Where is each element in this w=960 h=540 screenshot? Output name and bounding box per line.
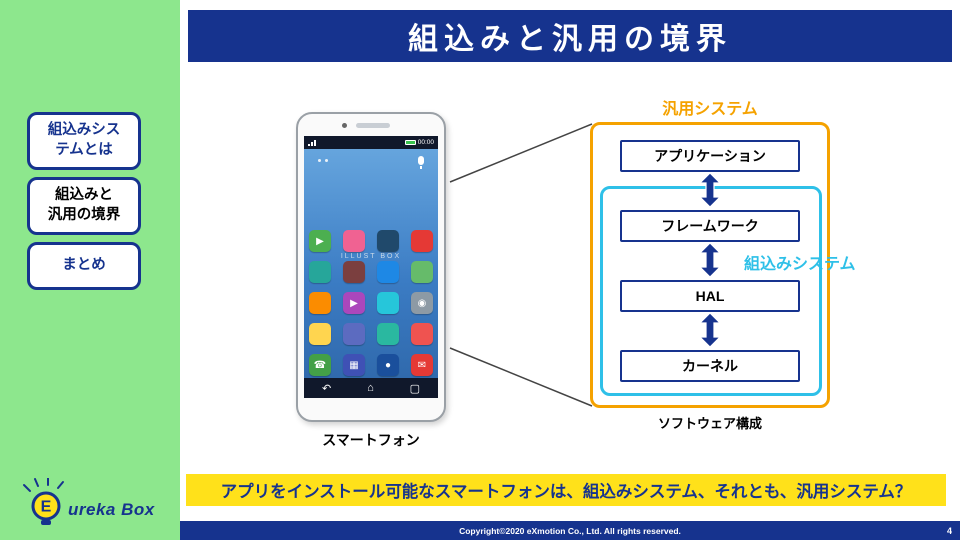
phone-app-grid: ▶ ▶ ◉ ☎ ▦ ● ✉ (304, 230, 438, 376)
general-system-box (590, 122, 830, 408)
battery-icon (404, 140, 416, 145)
footer-bar: Copyright©2020 eXmotion Co., Ltd. All ri… (180, 521, 960, 540)
phone-app-icon (309, 261, 331, 283)
phone-app-icon (411, 323, 433, 345)
phone-speaker (356, 123, 390, 128)
phone-search-row (304, 149, 438, 171)
signal-icon (308, 139, 316, 146)
phone-app-icon (377, 292, 399, 314)
copyright-text: Copyright©2020 eXmotion Co., Ltd. All ri… (459, 525, 681, 536)
phone-app-icon (377, 261, 399, 283)
phone-app-icon (377, 323, 399, 345)
double-arrow-icon (699, 173, 721, 207)
phone-app-icon (377, 230, 399, 252)
phone-app-icon: ▶ (343, 292, 365, 314)
phone-app-icon (343, 230, 365, 252)
home-icon: ⌂ (367, 382, 374, 394)
page-title: 組込みと汎用の境界 (188, 10, 952, 62)
phone-app-icon (411, 261, 433, 283)
layer-framework: フレームワーク (620, 210, 800, 242)
layer-kernel: カーネル (620, 350, 800, 382)
mic-icon (418, 155, 424, 169)
phone-app-icon: ▦ (343, 354, 365, 376)
phone-app-icon (411, 230, 433, 252)
sidebar-item-summary[interactable]: まとめ (27, 242, 141, 290)
question-banner: アプリをインストール可能なスマートフォンは、組込みシステム、それとも、汎用システ… (186, 474, 946, 506)
general-system-label: 汎用システム (662, 101, 758, 118)
logo-e: E (41, 499, 52, 516)
phone-clock: 00:00 (417, 139, 434, 146)
layer-hal: HAL (620, 280, 800, 312)
page-number: 4 (946, 525, 952, 536)
lightbulb-icon: E (23, 477, 64, 525)
back-icon: ↶ (321, 382, 332, 395)
phone-app-icon (309, 292, 331, 314)
phone-app-icon (309, 323, 331, 345)
double-arrow-icon (699, 243, 721, 277)
layer-application: アプリケーション (620, 140, 800, 172)
sidebar-item-embedded-vs-general[interactable]: 組込みと 汎用の境界 (27, 177, 141, 235)
phone-status-bar: 00:00 (304, 136, 438, 149)
smartphone-illustration: 00:00 ILLUST BOX ▶ ▶ ◉ ☎ ▦ ● ✉ ↶ ⌂ ▢ (296, 112, 446, 422)
double-arrow-icon (699, 313, 721, 347)
phone-app-icon: ◉ (411, 292, 433, 314)
embedded-system-label: 組込みシステム (744, 256, 856, 273)
phone-nav-bar: ↶ ⌂ ▢ (304, 378, 438, 398)
phone-app-icon: ▶ (309, 230, 331, 252)
eureka-box-logo: E ureka Box (20, 477, 176, 532)
logo-text: ureka Box (68, 500, 155, 519)
phone-app-icon: ✉ (411, 354, 433, 376)
recents-icon: ▢ (409, 382, 421, 395)
smartphone-caption: スマートフォン (322, 432, 420, 448)
phone-app-icon (343, 323, 365, 345)
diagram-caption: ソフトウェア構成 (657, 416, 762, 431)
sidebar-item-embedded-systems[interactable]: 組込みシス テムとは (27, 112, 141, 170)
phone-app-icon: ☎ (309, 354, 331, 376)
phone-camera-dot (342, 123, 347, 128)
phone-screen: 00:00 ILLUST BOX ▶ ▶ ◉ ☎ ▦ ● ✉ ↶ ⌂ ▢ (304, 136, 438, 398)
phone-app-icon: ● (377, 354, 399, 376)
pager-dots (318, 158, 328, 162)
phone-app-icon (343, 261, 365, 283)
wallpaper-watermark: ILLUST BOX (340, 253, 402, 260)
